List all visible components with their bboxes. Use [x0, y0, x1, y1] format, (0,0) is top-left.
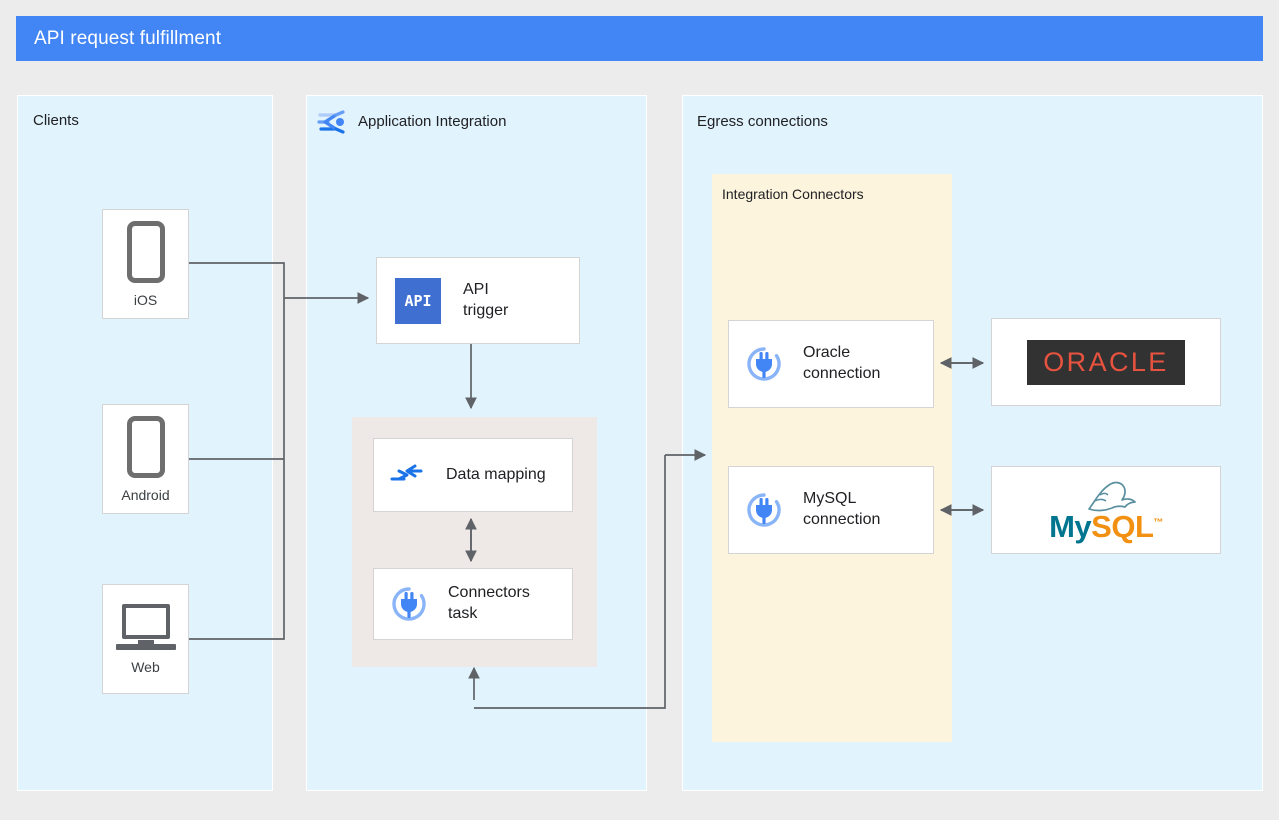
node-data-mapping[interactable]: Data mapping — [373, 438, 573, 512]
page-title: API request fulfillment — [34, 27, 222, 49]
connectors-icon — [745, 345, 783, 383]
node-mysql-connection-label: MySQL connection — [803, 490, 881, 528]
laptop-icon — [115, 603, 176, 650]
api-trigger-icon-text: API — [404, 291, 432, 310]
data-mapping-icon — [390, 462, 424, 488]
panel-application-integration-label: Application Integration — [358, 113, 507, 130]
client-android-label: Android — [121, 486, 170, 503]
node-mysql-connection[interactable]: MySQL connection — [728, 466, 934, 554]
node-api-trigger[interactable]: API API trigger — [376, 257, 580, 344]
api-trigger-icon: API — [395, 277, 441, 324]
client-ios[interactable]: iOS — [102, 209, 189, 319]
mysql-trademark: ™ — [1153, 517, 1163, 529]
title-bar: API request fulfillment — [16, 16, 1263, 61]
dolphin-icon — [1088, 481, 1136, 511]
mysql-logo-text-secondary: SQL — [1091, 508, 1154, 544]
connectors-icon — [745, 491, 783, 529]
node-api-trigger-label: API trigger — [463, 280, 509, 319]
backend-mysql[interactable]: MySQL™ — [991, 466, 1221, 554]
mysql-logo-text-primary: My — [1049, 508, 1092, 544]
node-data-mapping-label: Data mapping — [446, 465, 546, 483]
client-web[interactable]: Web — [102, 584, 189, 694]
oracle-logo-text: ORACLE — [1043, 346, 1169, 377]
node-connectors-task[interactable]: Connectors task — [373, 568, 573, 640]
phone-icon — [126, 220, 165, 283]
client-web-label: Web — [131, 658, 160, 675]
backend-oracle[interactable]: ORACLE — [991, 318, 1221, 406]
panel-integration-connectors — [712, 174, 952, 742]
client-android[interactable]: Android — [102, 404, 189, 514]
connectors-icon — [390, 585, 428, 623]
node-oracle-connection-label: Oracle connection — [803, 344, 881, 382]
mysql-logo: MySQL™ — [1049, 479, 1163, 542]
node-connectors-task-label: Connectors task — [448, 584, 530, 622]
phone-icon — [126, 415, 165, 478]
client-ios-label: iOS — [133, 291, 158, 308]
application-integration-icon — [316, 106, 350, 138]
oracle-logo: ORACLE — [1027, 339, 1185, 385]
panel-integration-connectors-label: Integration Connectors — [722, 186, 864, 202]
panel-clients-label: Clients — [33, 112, 79, 129]
node-oracle-connection[interactable]: Oracle connection — [728, 320, 934, 408]
panel-egress-label: Egress connections — [697, 113, 828, 130]
